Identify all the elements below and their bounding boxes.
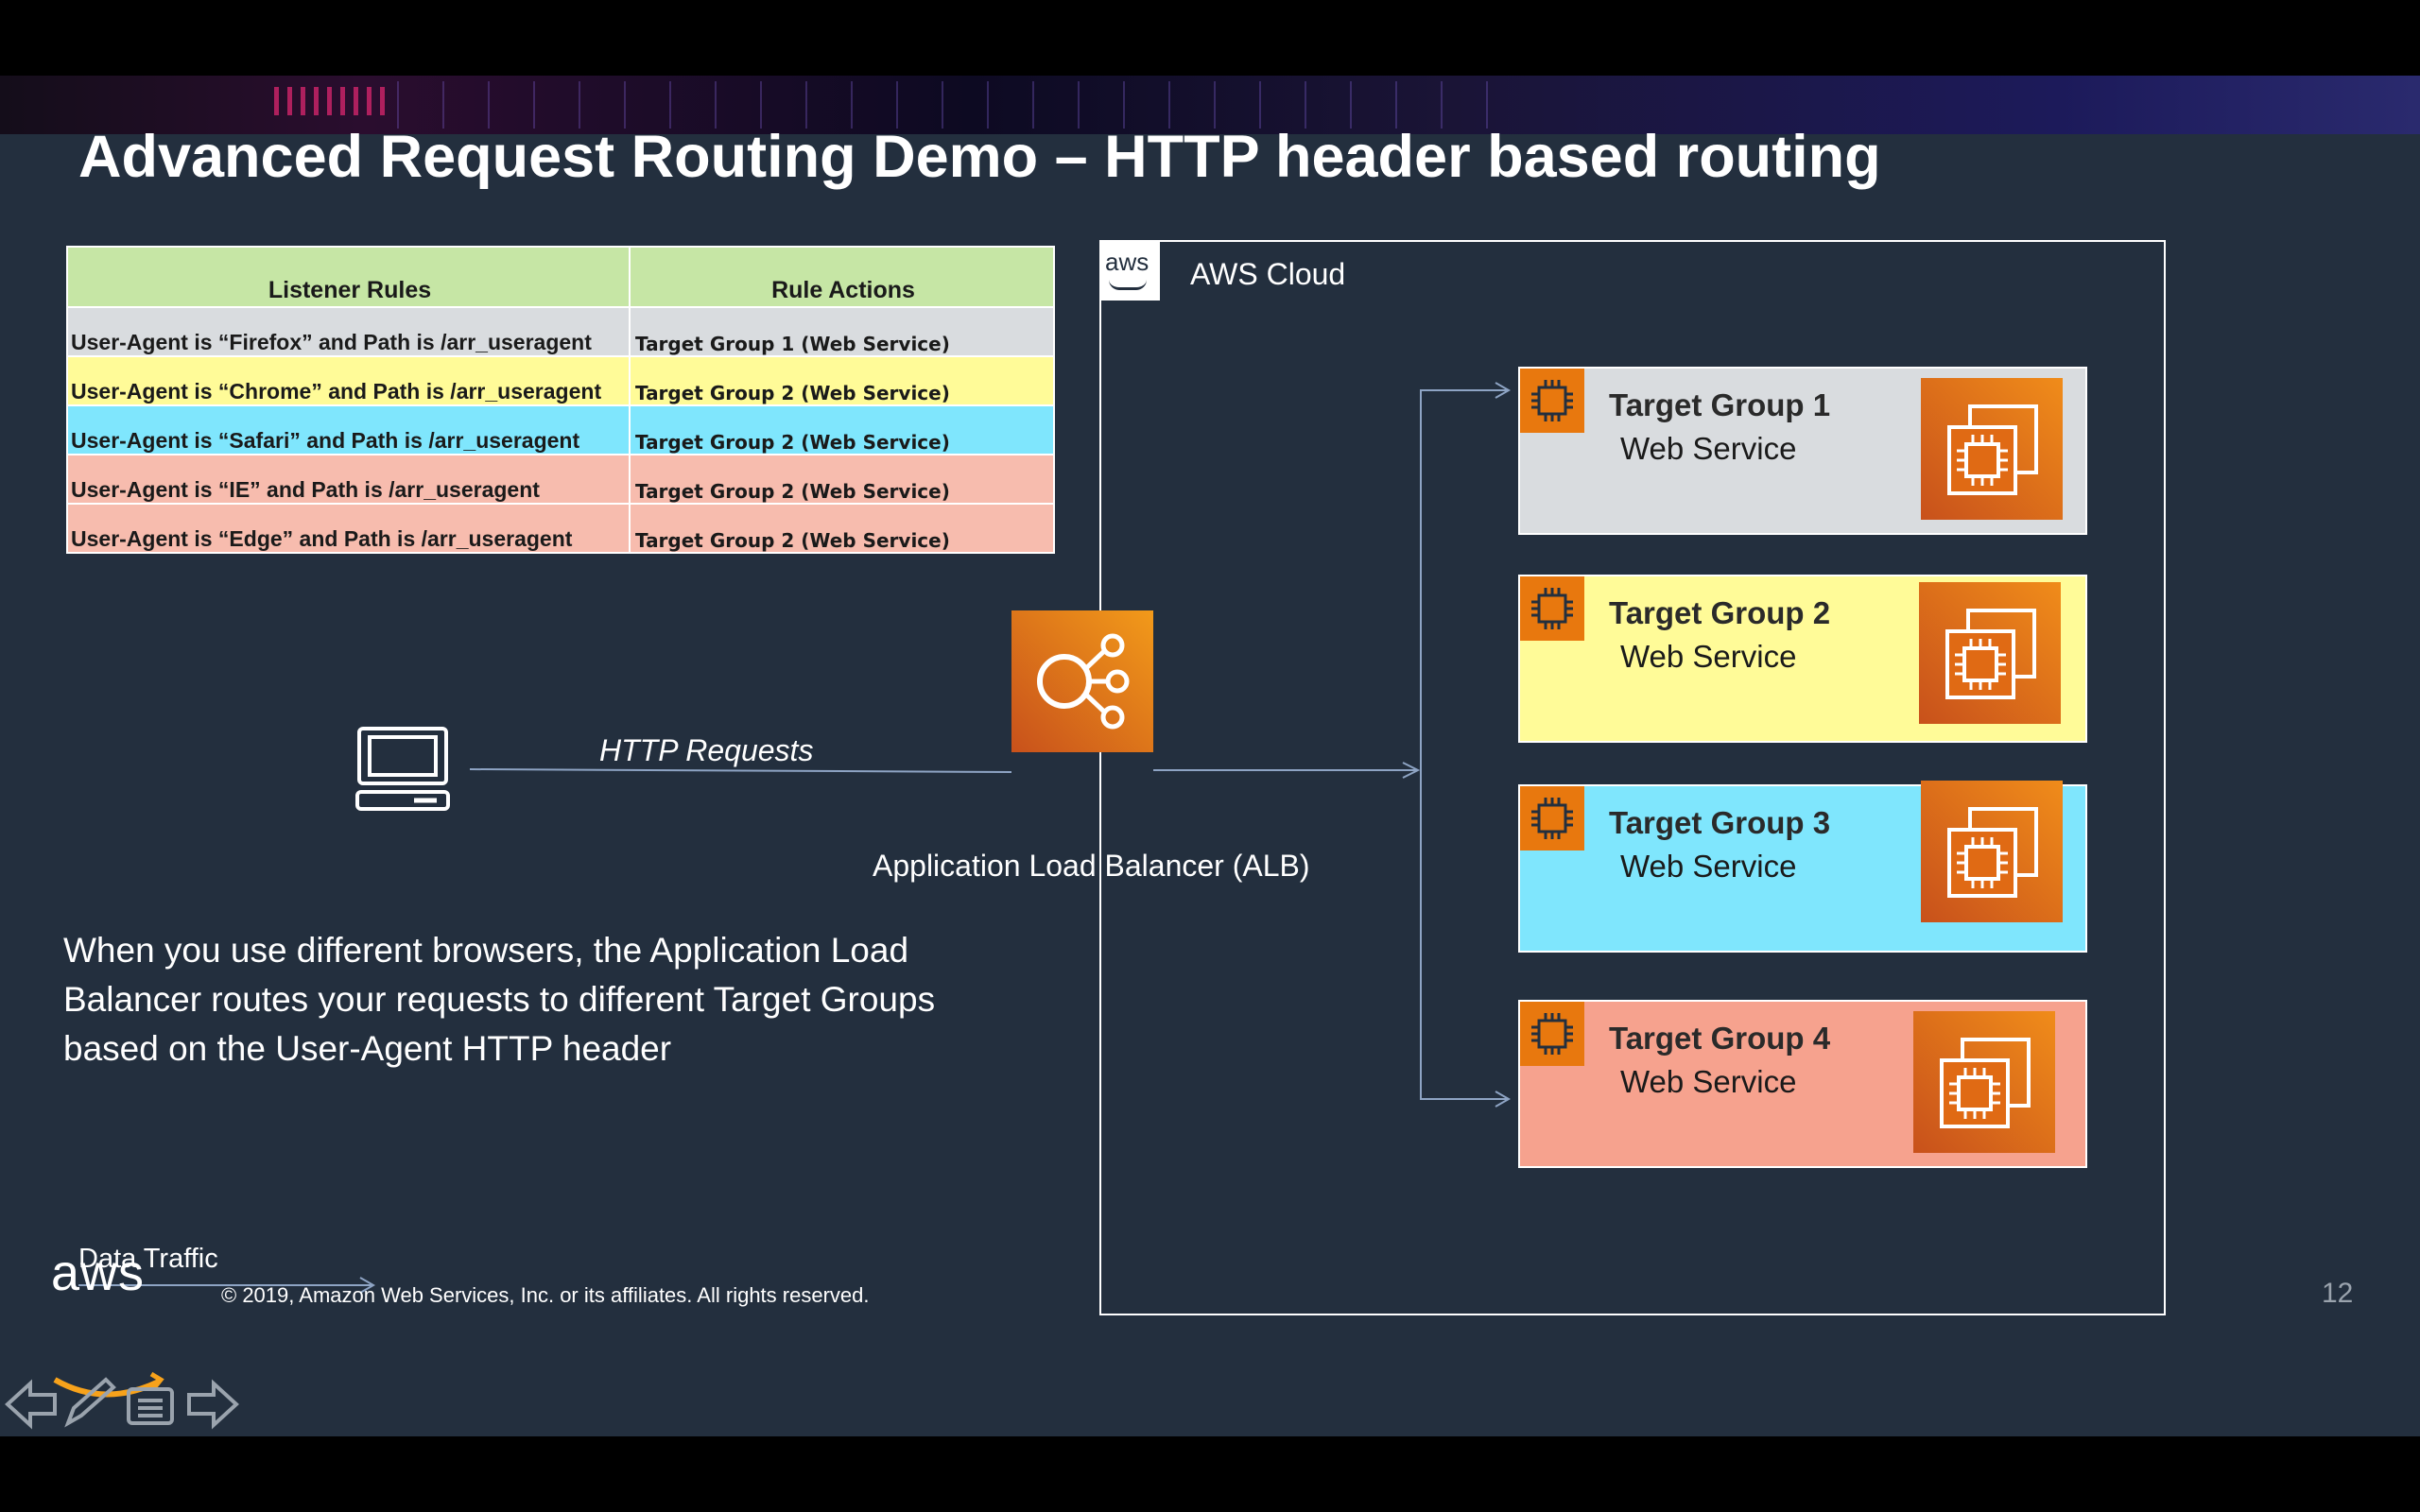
menu-icon[interactable] <box>129 1389 172 1423</box>
pen-icon[interactable] <box>68 1380 113 1423</box>
previous-slide-icon[interactable] <box>8 1383 55 1425</box>
next-slide-icon[interactable] <box>189 1383 236 1425</box>
